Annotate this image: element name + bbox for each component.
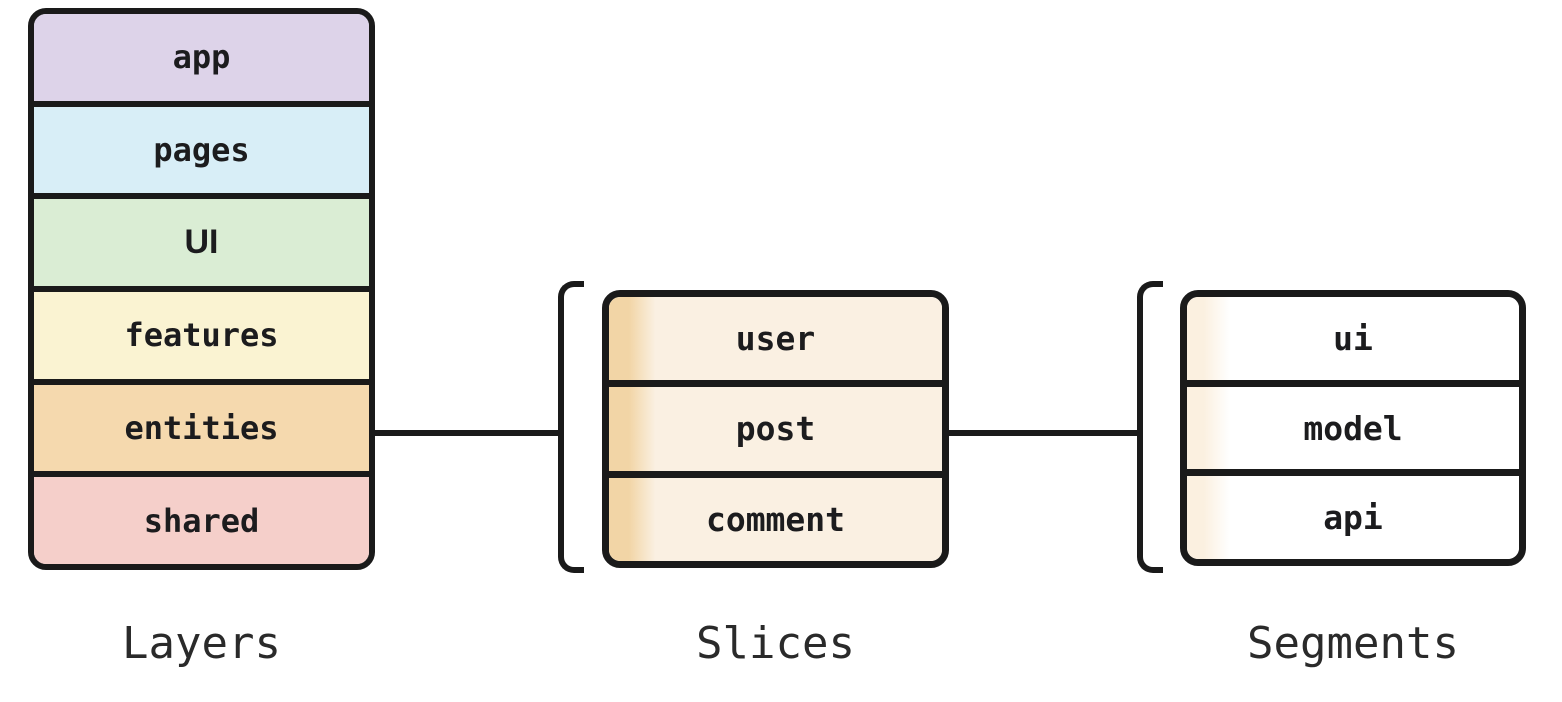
layer-row-entities: entities xyxy=(34,378,369,472)
layer-label-entities: entities xyxy=(124,409,279,448)
slice-row-post: post xyxy=(609,380,942,471)
layer-row-ui: UI xyxy=(34,193,369,287)
layer-label-pages: pages xyxy=(153,131,250,169)
layers-caption: Layers xyxy=(122,618,281,669)
layer-row-pages: pages xyxy=(34,100,369,194)
layer-label-ui: UI xyxy=(184,223,219,262)
segment-label-api: api xyxy=(1323,498,1383,538)
layer-row-shared: shared xyxy=(34,471,369,564)
slice-label-post: post xyxy=(735,409,816,449)
segment-label-model: model xyxy=(1303,408,1403,448)
layers-box: app pages UI features entities shared xyxy=(28,8,375,570)
slice-label-comment: comment xyxy=(705,499,846,539)
layer-row-features: features xyxy=(34,286,369,379)
slice-row-user: user xyxy=(609,297,942,381)
segments-box: ui model api xyxy=(1180,290,1526,566)
slice-row-comment: comment xyxy=(609,470,942,561)
slices-caption: Slices xyxy=(696,618,855,669)
layer-label-features: features xyxy=(124,316,279,355)
segment-row-api: api xyxy=(1187,469,1519,559)
connector-layers-slices xyxy=(372,430,562,436)
layer-label-app: app xyxy=(172,38,231,77)
segment-row-ui: ui xyxy=(1187,297,1519,380)
layer-row-app: app xyxy=(34,14,369,101)
slice-label-user: user xyxy=(735,319,816,359)
segments-group-bracket xyxy=(1137,281,1163,573)
slices-box: user post comment xyxy=(602,290,949,568)
segment-label-ui: ui xyxy=(1333,318,1373,358)
segments-caption: Segments xyxy=(1247,618,1459,669)
slices-group-bracket xyxy=(558,281,584,573)
segment-row-model: model xyxy=(1187,379,1519,470)
connector-slices-segments xyxy=(946,430,1140,436)
layer-label-shared: shared xyxy=(143,501,260,540)
